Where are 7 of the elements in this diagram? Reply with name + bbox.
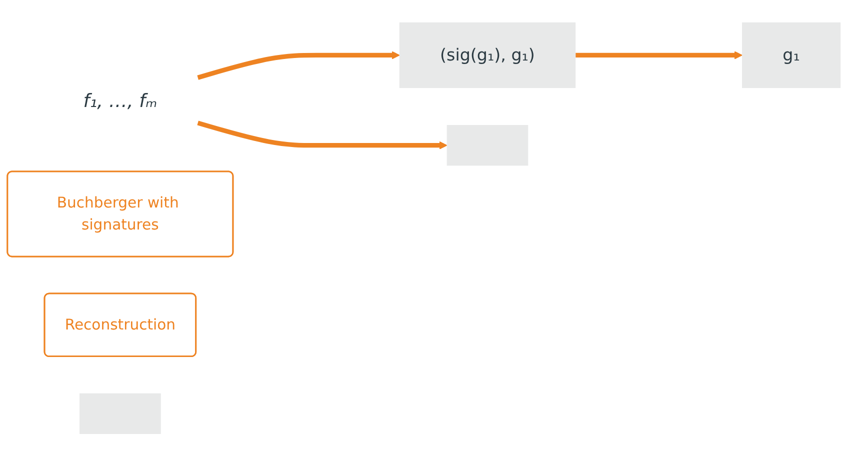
node-box: g₁ xyxy=(742,22,841,88)
arrow xyxy=(197,50,400,80)
node-box: (sig(g₁), g₁) xyxy=(399,22,576,88)
arrow xyxy=(576,50,742,60)
arrow xyxy=(197,120,448,150)
node-box xyxy=(446,124,528,166)
node-text: f₁, …, fₘ xyxy=(83,88,158,112)
